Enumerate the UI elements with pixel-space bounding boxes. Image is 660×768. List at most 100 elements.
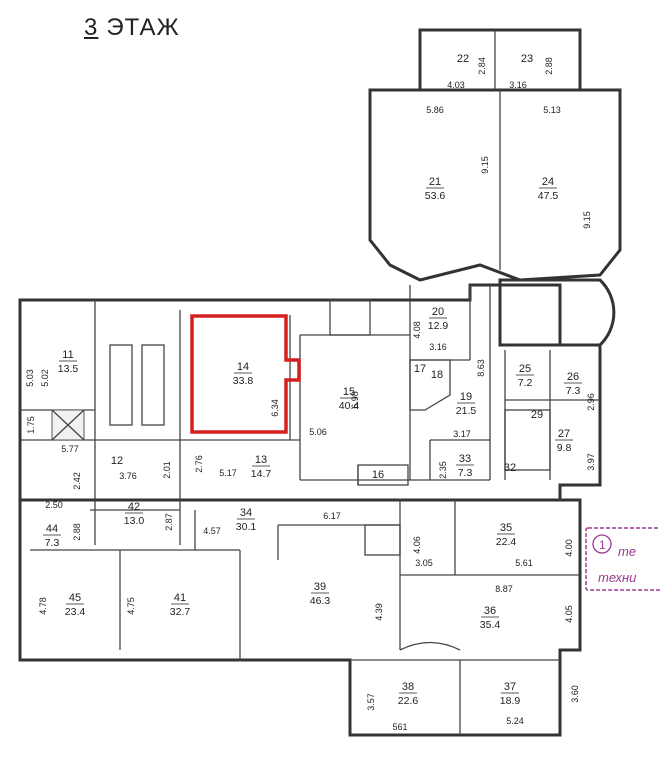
room-area: 33.8: [233, 375, 254, 387]
floor-number: 3: [84, 14, 99, 41]
floor-title: 3 ЭТАЖ: [84, 14, 180, 42]
room-area: 13.0: [124, 515, 145, 527]
dimension-label: 4.78: [38, 597, 48, 615]
dimension-label: 5.61: [515, 558, 533, 568]
room-area: 14.7: [251, 468, 272, 480]
dimension-label: 3.05: [415, 558, 433, 568]
dimension-label: 5.24: [506, 716, 524, 726]
room-area: 35.4: [480, 619, 501, 631]
legend-line-2: техни: [598, 570, 636, 585]
dimension-label: 5.03: [25, 369, 35, 387]
room-area: 18.9: [500, 695, 521, 707]
dimension-label: 6.98: [350, 391, 360, 409]
room-number: 36: [484, 605, 496, 617]
room-area: 7.3: [566, 385, 581, 397]
room-number: 21: [429, 176, 441, 188]
room-number: 33: [459, 453, 471, 465]
dimension-label: 3.17: [453, 429, 471, 439]
room-area: 22.6: [398, 695, 419, 707]
room-area: 9.8: [557, 442, 572, 454]
room-area: 23.4: [65, 606, 86, 618]
dimension-label: 4.57: [203, 526, 221, 536]
dimension-label: 2.88: [544, 57, 554, 75]
dimension-label: 4.00: [564, 539, 574, 557]
dimension-label: 3.16: [509, 80, 527, 90]
dimension-label: 5.06: [309, 427, 327, 437]
room-number: 26: [567, 371, 579, 383]
dimension-label: 5.77: [61, 444, 79, 454]
room-number: 44: [46, 523, 58, 535]
dimension-label: 4.08: [412, 321, 422, 339]
dimension-label: 2.87: [164, 513, 174, 531]
dimension-label: 3.76: [119, 471, 137, 481]
room-number: 25: [519, 363, 531, 375]
dimension-label: 3.60: [570, 685, 580, 703]
room-number: 20: [432, 306, 444, 318]
highlighted-room-outline: [190, 314, 301, 434]
dimension-label: 2.01: [162, 461, 172, 479]
dimension-label: 3.57: [366, 693, 376, 711]
dimension-label: 2.35: [438, 461, 448, 479]
room-number: 16: [372, 469, 384, 481]
room-area: 32.7: [170, 606, 191, 618]
room-number: 24: [542, 176, 554, 188]
room-area: 53.6: [425, 190, 446, 202]
room-area: 12.9: [428, 320, 449, 332]
dimension-label: 2.96: [586, 393, 596, 411]
dimension-label: 2.42: [72, 472, 82, 490]
room-number: 34: [240, 507, 252, 519]
legend: 1 те техни: [585, 527, 660, 591]
dimension-label: 6.34: [270, 399, 280, 417]
dimension-label: 4.03: [447, 80, 465, 90]
room-number: 14: [237, 361, 249, 373]
room-labels: 22 23 21 53.6 24 47.5 20 12.9 11 13.5 14 33.8 15 40.4…: [43, 53, 582, 707]
room-number: 17: [414, 363, 426, 375]
room-number: 41: [174, 592, 186, 604]
room-area: 7.3: [45, 537, 60, 549]
dimension-label: 9.15: [480, 156, 490, 174]
room-number: 45: [69, 592, 81, 604]
room-number: 35: [500, 522, 512, 534]
floor-label: ЭТАЖ: [106, 14, 180, 41]
room-area: 30.1: [236, 521, 257, 533]
dimension-label: 561: [392, 722, 407, 732]
room-number: 19: [460, 391, 472, 403]
room-number: 22: [457, 53, 469, 65]
dimension-label: 5.13: [543, 105, 561, 115]
dimension-label: 2.50: [45, 500, 63, 510]
dimension-label: 4.05: [564, 605, 574, 623]
room-number: 38: [402, 681, 414, 693]
dimension-label: 4.06: [412, 536, 422, 554]
room-number: 39: [314, 581, 326, 593]
dimension-label: 6.17: [323, 511, 341, 521]
dimension-label: 4.75: [126, 597, 136, 615]
legend-line-1: те: [618, 544, 636, 559]
room-area: 7.3: [458, 467, 473, 479]
room-area: 47.5: [538, 190, 559, 202]
dimension-label: 2.76: [194, 455, 204, 473]
walls: [18, 28, 622, 737]
dimension-label: 4.39: [374, 603, 384, 621]
room-number: 32: [504, 462, 516, 474]
dimension-label: 1.75: [26, 416, 36, 434]
dimension-label: 8.63: [476, 359, 486, 377]
dimension-label: 5.17: [219, 468, 237, 478]
room-area: 46.3: [310, 595, 331, 607]
room-number: 11: [62, 349, 73, 361]
dimension-label: 8.87: [495, 584, 513, 594]
legend-number: 1: [599, 538, 606, 552]
dimension-label: 2.84: [477, 57, 487, 75]
room-area: 40.4: [339, 400, 360, 412]
room-number: 12: [111, 455, 123, 467]
room-number: 23: [521, 53, 533, 65]
dimension-label: 3.97: [586, 453, 596, 471]
room-number: 15: [343, 386, 355, 398]
room-number: 13: [255, 454, 267, 466]
dimension-label: 5.86: [426, 105, 444, 115]
room-area: 13.5: [58, 363, 79, 375]
room-number: 27: [558, 428, 570, 440]
room-number: 37: [504, 681, 516, 693]
dimension-label: 5.02: [40, 369, 50, 387]
